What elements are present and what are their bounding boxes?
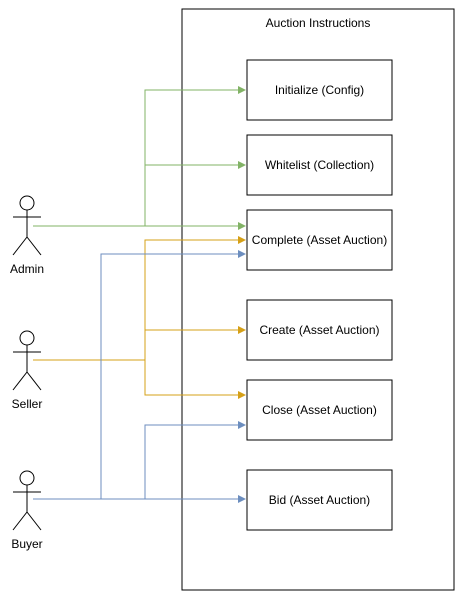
edge-seller-complete xyxy=(144,236,246,330)
actor-label: Admin xyxy=(10,262,44,276)
use-case-close[interactable]: Close (Asset Auction) xyxy=(246,379,393,441)
stick-figure-icon xyxy=(12,470,42,531)
edge-seller-create xyxy=(33,326,246,361)
use-case-bid[interactable]: Bid (Asset Auction) xyxy=(246,469,393,531)
actor-buyer[interactable]: Buyer xyxy=(11,470,43,551)
use-case-label: Initialize (Config) xyxy=(275,83,364,97)
associations xyxy=(33,86,246,503)
stick-figure-icon xyxy=(12,330,42,391)
use-case-label: Create (Asset Auction) xyxy=(259,323,379,337)
stick-figure-icon xyxy=(12,195,42,256)
actor-seller[interactable]: Seller xyxy=(12,330,43,411)
actor-label: Buyer xyxy=(11,537,42,551)
use-case-complete[interactable]: Complete (Asset Auction) xyxy=(246,209,393,271)
actor-admin[interactable]: Admin xyxy=(10,195,44,276)
use-case-label: Whitelist (Collection) xyxy=(265,158,374,172)
actor-label: Seller xyxy=(12,397,43,411)
edge-admin-initialize xyxy=(33,86,246,227)
edge-buyer-close xyxy=(144,421,246,499)
use-case-label: Bid (Asset Auction) xyxy=(269,493,370,507)
edge-seller-close xyxy=(144,360,246,399)
use-case-label: Close (Asset Auction) xyxy=(262,403,377,417)
edge-buyer-complete xyxy=(33,250,246,500)
use-case-create[interactable]: Create (Asset Auction) xyxy=(246,299,393,361)
use-cases: Initialize (Config) Whitelist (Collectio… xyxy=(246,59,393,531)
system-boundary: Auction Instructions xyxy=(181,8,455,591)
boundary-frame xyxy=(181,8,455,591)
boundary-title: Auction Instructions xyxy=(266,16,371,30)
use-case-whitelist[interactable]: Whitelist (Collection) xyxy=(246,134,393,196)
use-case-initialize[interactable]: Initialize (Config) xyxy=(246,59,393,121)
use-case-label: Complete (Asset Auction) xyxy=(252,233,387,247)
